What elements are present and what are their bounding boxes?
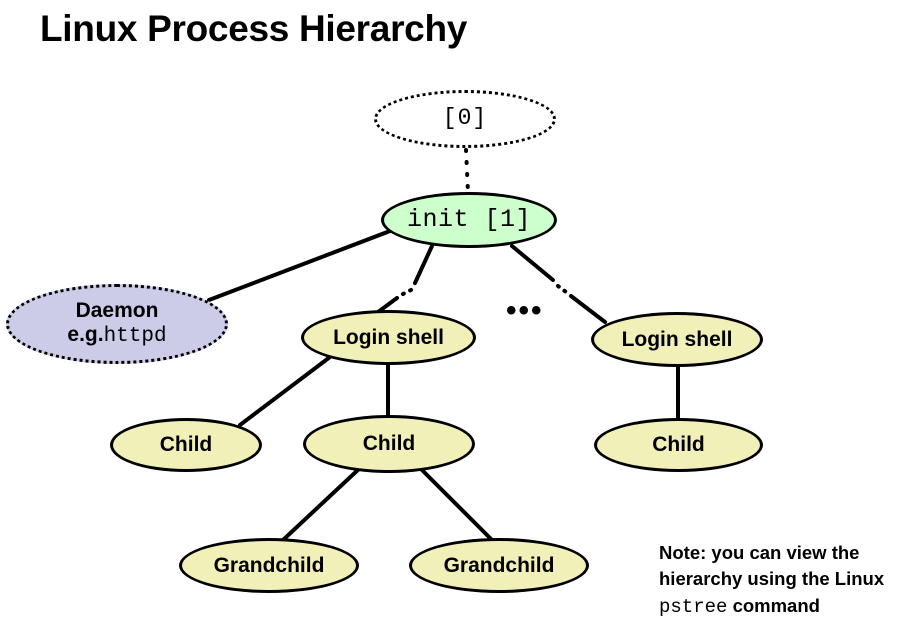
- page-title: Linux Process Hierarchy: [40, 8, 468, 49]
- edge-child-middle-to-grandchild-left: [281, 466, 362, 542]
- node-daemon-label-prefix: e.g.: [67, 323, 104, 346]
- edge-child-middle-to-grandchild-right: [418, 466, 494, 542]
- note-command-suffix: command: [732, 594, 820, 616]
- edge-init-to-login-shell-right-gap: [556, 284, 568, 294]
- node-login-shell-right-label: Login shell: [621, 327, 733, 351]
- node-init[interactable]: init [1]: [381, 192, 557, 248]
- node-child-middle-label: Child: [362, 432, 416, 456]
- node-daemon[interactable]: Daemon e.g.httpd: [6, 284, 228, 364]
- node-child-right-label: Child: [652, 433, 705, 457]
- note-block: Note: you can view the hierarchy using t…: [659, 540, 909, 621]
- node-child-left[interactable]: Child: [110, 418, 262, 472]
- note-line-2: hierarchy using the Linux: [659, 568, 885, 590]
- note-line-3: pstree command: [659, 593, 909, 621]
- node-child-right[interactable]: Child: [594, 418, 763, 472]
- note-line-1: Note: you can view the: [659, 542, 860, 563]
- node-child-middle[interactable]: Child: [303, 415, 475, 473]
- node-login-shell-right[interactable]: Login shell: [591, 312, 763, 367]
- node-child-left-label: Child: [159, 433, 213, 457]
- node-init-label: init [1]: [406, 205, 532, 234]
- node-login-shell-left[interactable]: Login shell: [301, 310, 476, 365]
- edge-init-to-login-shell-left-gap: [399, 288, 413, 297]
- node-grandchild-left[interactable]: Grandchild: [179, 538, 359, 593]
- edge-login-shell-left-to-child-left: [238, 355, 332, 427]
- node-kernel-label: [0]: [442, 105, 488, 132]
- node-kernel[interactable]: [0]: [374, 90, 556, 148]
- edge-init-to-login-shell-right-upper: [510, 244, 555, 282]
- node-grandchild-right-label: Grandchild: [443, 553, 555, 577]
- edge-kernel-to-init: [464, 148, 470, 194]
- node-grandchild-left-label: Grandchild: [213, 553, 325, 577]
- edge-init-to-login-shell-right-lower: [569, 294, 607, 324]
- node-daemon-label-command: httpd: [103, 325, 167, 348]
- edge-init-to-daemon: [207, 229, 392, 302]
- node-login-shell-left-label: Login shell: [333, 325, 444, 349]
- node-daemon-label-line2: e.g.httpd: [67, 323, 166, 349]
- node-grandchild-right[interactable]: Grandchild: [409, 538, 589, 593]
- ellipsis-marker: •••: [506, 294, 544, 327]
- note-command-name: pstree: [659, 595, 728, 618]
- node-daemon-label-line1: Daemon: [75, 299, 159, 323]
- edge-init-to-login-shell-left-upper: [413, 244, 434, 285]
